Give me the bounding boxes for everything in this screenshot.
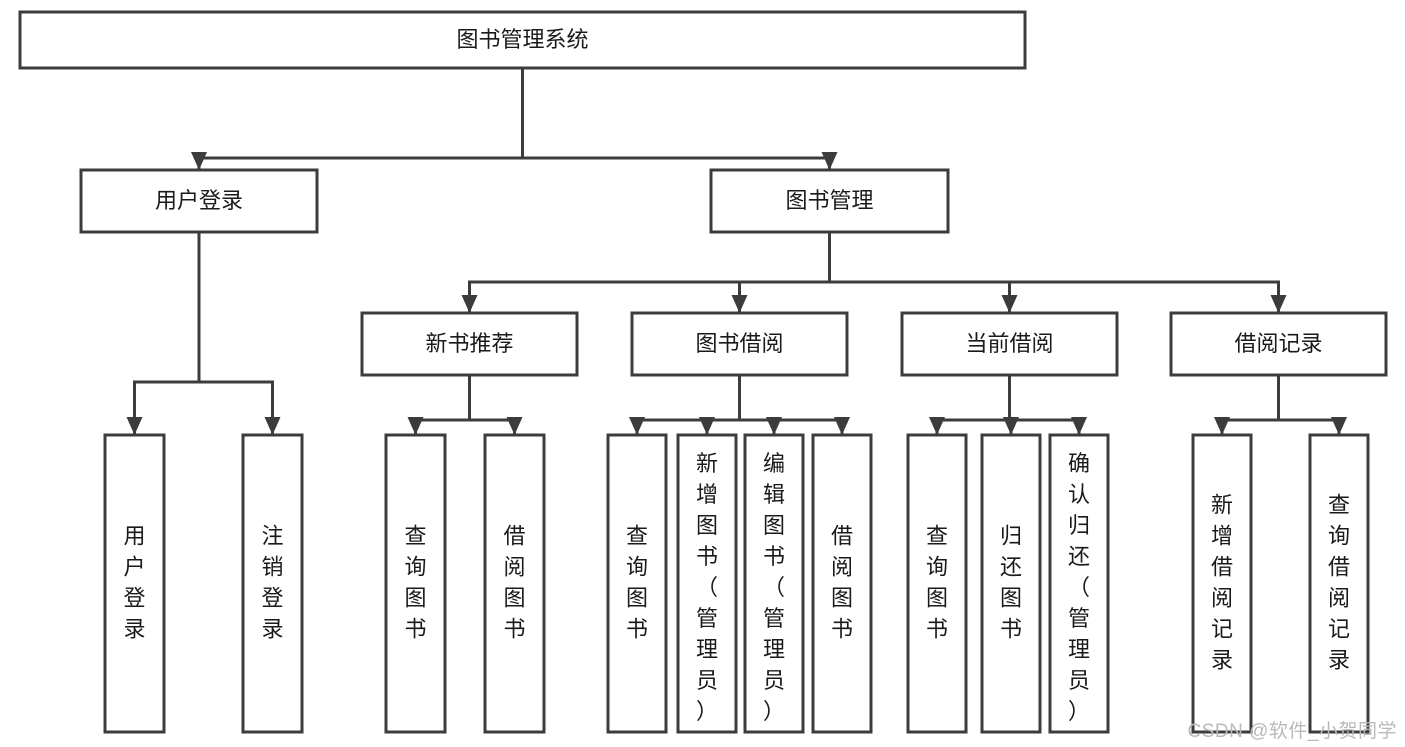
node-leaf-user-login[interactable]: 用户登录 <box>103 433 166 734</box>
node-box <box>606 433 668 734</box>
node-label: 图书管理 <box>785 188 873 213</box>
node-label: 查询借阅记录 <box>1328 493 1350 673</box>
node-book-borrow[interactable]: 图书借阅 <box>630 311 849 377</box>
arrow-head-icon <box>731 295 748 313</box>
node-new-book-rec[interactable]: 新书推荐 <box>360 311 579 377</box>
node-box <box>79 168 319 234</box>
arrow-head-icon <box>461 295 478 313</box>
node-label: 编辑图书（管理员） <box>763 451 785 724</box>
node-leaf-return-book[interactable]: 归还图书 <box>980 433 1042 734</box>
connector-group-current-borrow <box>929 373 1087 437</box>
node-box <box>900 311 1119 377</box>
node-box <box>630 311 849 377</box>
connectors-layer <box>126 66 1347 437</box>
node-label: 借阅图书 <box>503 524 525 642</box>
arrow-head-icon <box>407 417 424 435</box>
node-current-borrow[interactable]: 当前借阅 <box>900 311 1119 377</box>
node-user-login[interactable]: 用户登录 <box>79 168 319 234</box>
node-label: 查询图书 <box>404 524 426 642</box>
node-label: 新增借阅记录 <box>1211 493 1233 673</box>
node-label: 查询图书 <box>926 524 948 642</box>
node-box <box>384 433 447 734</box>
arrow-head-icon <box>766 417 782 435</box>
connector-group-user-login <box>126 230 281 437</box>
node-label: 当前借阅 <box>965 331 1053 356</box>
node-leaf-query-book-2[interactable]: 查询图书 <box>606 433 668 734</box>
arrow-head-icon <box>1001 295 1018 313</box>
node-box <box>18 10 1027 70</box>
node-label: 图书管理系统 <box>456 27 588 52</box>
node-leaf-edit-book[interactable]: 编辑图书（管理员） <box>743 433 805 734</box>
node-leaf-user-logout[interactable]: 注销登录 <box>241 433 304 734</box>
node-label: 新增图书（管理员） <box>696 451 718 724</box>
node-label: 借阅记录 <box>1234 331 1322 356</box>
node-box <box>1191 433 1253 734</box>
arrow-head-icon <box>929 417 945 435</box>
node-label: 用户登录 <box>155 188 243 213</box>
node-label: 用户登录 <box>123 524 145 642</box>
arrow-head-icon <box>1331 417 1347 435</box>
csdn-watermark: CSDN @软件_小贺同学 <box>1187 721 1397 742</box>
arrow-head-icon <box>191 152 207 170</box>
arrow-head-icon <box>1071 417 1087 435</box>
node-box <box>1169 311 1388 377</box>
node-book-manage[interactable]: 图书管理 <box>709 168 950 234</box>
node-box <box>743 433 805 734</box>
connector-group-new-book-rec <box>407 373 523 437</box>
arrow-head-icon <box>821 152 838 170</box>
node-box <box>360 311 579 377</box>
node-box <box>241 433 304 734</box>
node-leaf-add-book[interactable]: 新增图书（管理员） <box>676 433 738 734</box>
node-box <box>103 433 166 734</box>
node-box <box>1308 433 1370 734</box>
node-box <box>980 433 1042 734</box>
node-box <box>811 433 873 734</box>
arrow-head-icon <box>1003 417 1019 435</box>
arrow-head-icon <box>506 417 523 435</box>
node-leaf-borrow-book-1[interactable]: 借阅图书 <box>483 433 546 734</box>
node-box <box>676 433 738 734</box>
node-label: 图书借阅 <box>695 331 783 356</box>
node-borrow-record[interactable]: 借阅记录 <box>1169 311 1388 377</box>
arrow-head-icon <box>629 417 645 435</box>
node-label: 确认归还（管理员） <box>1068 451 1090 724</box>
node-root[interactable]: 图书管理系统 <box>18 10 1027 70</box>
node-label: 注销登录 <box>261 524 283 642</box>
node-box <box>906 433 968 734</box>
node-leaf-borrow-book-2[interactable]: 借阅图书 <box>811 433 873 734</box>
node-leaf-add-record[interactable]: 新增借阅记录 <box>1191 433 1253 734</box>
node-leaf-query-book-3[interactable]: 查询图书 <box>906 433 968 734</box>
node-leaf-confirm-return[interactable]: 确认归还（管理员） <box>1048 433 1110 734</box>
node-box <box>709 168 950 234</box>
arrow-head-icon <box>699 417 715 435</box>
connector-group-borrow-record <box>1214 373 1347 437</box>
connector-group-root <box>191 66 838 172</box>
arrow-head-icon <box>126 417 143 435</box>
nodes-layer: 图书管理系统用户登录图书管理新书推荐图书借阅当前借阅借阅记录用户登录注销登录查询… <box>18 10 1388 734</box>
node-box <box>483 433 546 734</box>
arrow-head-icon <box>1214 417 1230 435</box>
arrow-head-icon <box>1270 295 1287 313</box>
connector-group-book-manage <box>461 230 1287 315</box>
arrow-head-icon <box>264 417 281 435</box>
node-label: 查询图书 <box>626 524 648 642</box>
node-label: 归还图书 <box>1000 524 1022 642</box>
connector-group-book-borrow <box>629 373 850 437</box>
node-box <box>1048 433 1110 734</box>
node-label: 新书推荐 <box>425 331 513 356</box>
node-label: 借阅图书 <box>831 524 853 642</box>
node-leaf-query-book-1[interactable]: 查询图书 <box>384 433 447 734</box>
node-leaf-query-record[interactable]: 查询借阅记录 <box>1308 433 1370 734</box>
arrow-head-icon <box>834 417 850 435</box>
